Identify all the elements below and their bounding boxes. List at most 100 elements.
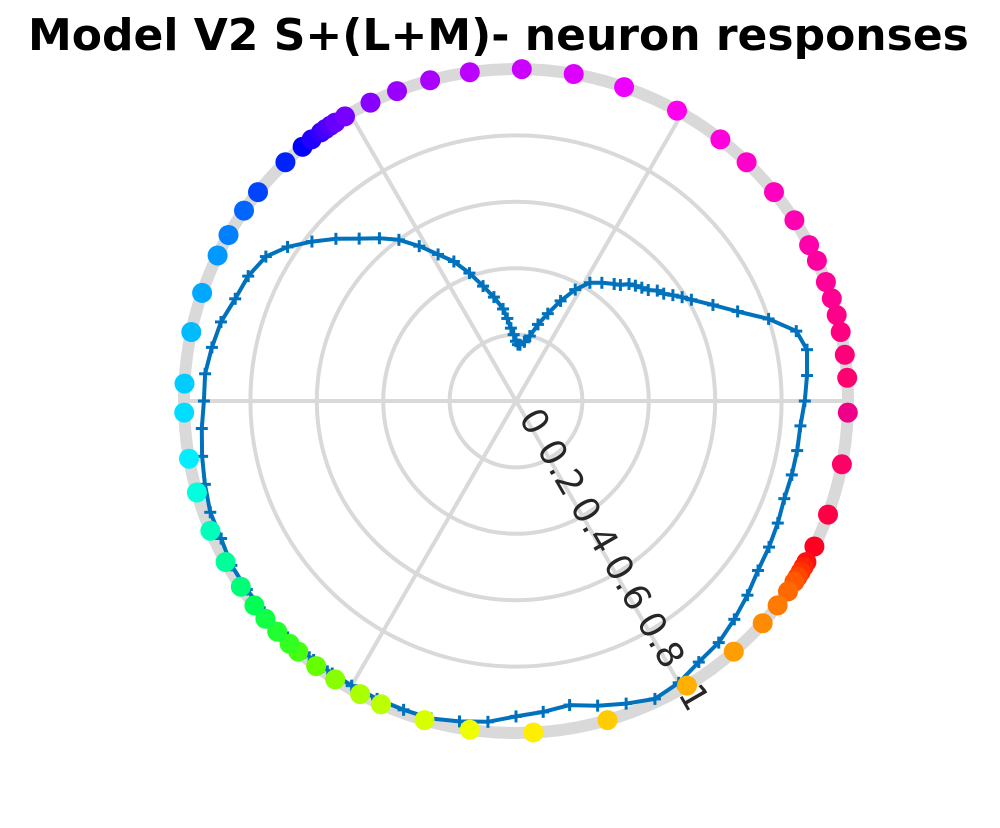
response-point <box>676 291 689 304</box>
stimulus-dot <box>174 373 195 394</box>
stimulus-dots-group <box>174 59 858 743</box>
stimulus-dot <box>597 710 618 731</box>
radial-tick-labels: 00.20.40.60.81 <box>510 402 716 718</box>
stimulus-dot <box>815 272 836 292</box>
response-point <box>413 240 426 253</box>
stimulus-dot <box>234 200 254 221</box>
stimulus-dot <box>837 367 858 388</box>
response-point <box>635 281 648 294</box>
stimulus-dot <box>677 675 697 696</box>
response-point <box>692 656 705 669</box>
stimulus-dot <box>279 633 300 654</box>
response-point <box>397 703 410 716</box>
response-point <box>791 444 804 457</box>
response-point <box>608 278 621 291</box>
response-point <box>657 287 670 300</box>
stimulus-dot <box>207 245 228 266</box>
response-point <box>463 267 476 280</box>
response-point <box>731 305 744 318</box>
response-point <box>741 589 754 602</box>
stimulus-dot <box>804 536 825 557</box>
grid-spoke <box>514 112 684 403</box>
stimulus-dot <box>244 595 265 616</box>
stimulus-dot <box>830 322 851 342</box>
response-point <box>481 715 494 728</box>
response-point <box>504 322 517 335</box>
response-point <box>712 636 725 649</box>
stimulus-dot <box>218 225 239 245</box>
stimulus-dot <box>778 581 798 602</box>
response-point <box>447 255 460 268</box>
response-point <box>242 270 255 283</box>
response-point <box>666 289 679 302</box>
stimulus-dot <box>523 722 544 743</box>
stimulus-dot <box>230 576 251 597</box>
response-point <box>583 276 596 289</box>
stimulus-dot <box>186 482 207 503</box>
response-point <box>373 232 386 245</box>
stimulus-dot <box>818 504 838 525</box>
stimulus-dot <box>387 81 407 102</box>
response-point <box>392 233 405 246</box>
response-point <box>453 715 466 728</box>
response-point <box>595 276 608 289</box>
stimulus-dot <box>181 322 202 342</box>
response-point <box>204 506 217 519</box>
response-point <box>763 541 776 554</box>
stimulus-dot <box>667 100 687 121</box>
response-point <box>762 312 775 325</box>
stimulus-dot <box>710 129 731 150</box>
stimulus-dot <box>215 552 236 572</box>
response-point <box>569 283 582 296</box>
response-point <box>229 292 242 305</box>
response-point <box>790 325 803 338</box>
response-point <box>197 395 210 407</box>
response-point <box>706 298 719 311</box>
stimulus-dot <box>360 92 381 113</box>
response-point <box>432 248 445 261</box>
stimulus-dot <box>248 182 268 203</box>
stimulus-dot <box>192 282 213 303</box>
stimulus-dot <box>179 448 199 469</box>
stimulus-dot <box>459 62 480 83</box>
response-point <box>195 422 208 435</box>
stimulus-dot <box>200 520 221 541</box>
response-point <box>215 532 228 545</box>
stimulus-dot <box>799 235 820 256</box>
response-point <box>752 564 765 577</box>
grid-spoke <box>348 112 518 403</box>
response-point <box>778 492 791 505</box>
response-point <box>798 395 811 407</box>
stimulus-dot <box>614 77 635 98</box>
response-point <box>537 705 550 718</box>
r-tick-label: 0.4 <box>562 490 626 560</box>
response-point <box>305 235 318 248</box>
stimulus-dot <box>752 613 773 634</box>
stimulus-dot <box>826 305 847 326</box>
response-point <box>563 699 576 712</box>
stimulus-dot <box>174 402 195 423</box>
stimulus-dot <box>764 182 784 203</box>
response-point <box>771 517 784 530</box>
stimulus-dot <box>834 344 855 365</box>
stimulus-dot <box>784 210 805 231</box>
stimulus-dot <box>267 621 288 642</box>
stimulus-dot <box>255 608 276 629</box>
stimulus-dot <box>350 684 371 705</box>
response-point <box>620 697 633 710</box>
response-point <box>554 294 567 307</box>
response-point <box>642 284 655 297</box>
grid-spoke <box>514 400 684 690</box>
chart-title: Model V2 S+(L+M)- neuron responses <box>28 10 969 61</box>
response-point <box>353 232 366 245</box>
response-point <box>685 293 698 306</box>
response-point <box>329 232 342 245</box>
response-point <box>800 343 813 356</box>
response-point <box>531 318 544 331</box>
response-point <box>541 307 554 320</box>
stimulus-dot <box>371 694 391 715</box>
response-point <box>510 335 522 348</box>
response-point <box>510 710 522 723</box>
r-tick-label: 0.6 <box>595 548 659 618</box>
